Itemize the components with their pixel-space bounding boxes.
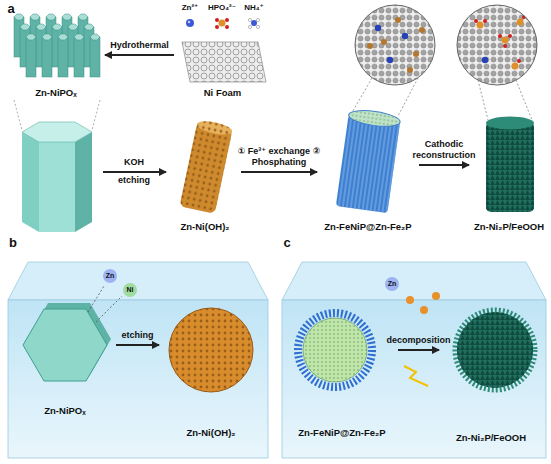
atomic-zoom xyxy=(350,5,537,120)
process-arrow xyxy=(241,171,317,173)
element-label: Zn xyxy=(388,280,397,288)
ion-symbols xyxy=(186,18,260,29)
process-label: KOH xyxy=(124,158,144,168)
process-label: ① Fe³⁺ exchange ② Phosphating xyxy=(237,146,321,168)
material-node: Ni Foam xyxy=(175,30,270,100)
process-label: etching xyxy=(118,176,150,186)
material-label: Zn-FeNiP@Zn-Fe₂P xyxy=(324,222,411,233)
process-arrow xyxy=(105,54,174,56)
material-node: Zn-Ni₂P/FeOOH xyxy=(440,290,542,445)
process-label: etching xyxy=(113,330,163,341)
process-arrow xyxy=(103,171,166,173)
material-node: Zn-FeNiP@Zn-Fe₂P xyxy=(287,290,397,440)
ion-label: NH₄⁺ xyxy=(244,4,264,13)
hexagonal-rod xyxy=(22,122,92,232)
material-label: Zn-Ni₂P/FeOOH xyxy=(456,433,526,444)
material-label: Zn-Ni(OH)₂ xyxy=(186,428,235,439)
process-label: Cathodic reconstruction xyxy=(405,139,483,161)
core-shell-sphere xyxy=(298,313,372,387)
panel-letter: c xyxy=(283,236,290,250)
process-label: decomposition xyxy=(383,335,455,346)
core-shell-rod xyxy=(336,108,401,213)
material-label: Zn-Ni(OH)₂ xyxy=(180,222,229,233)
process-arrow xyxy=(398,349,439,351)
material-node: Zn-NiPOₓ xyxy=(15,290,115,418)
ni-foam xyxy=(182,42,266,82)
reconstructed-rod xyxy=(486,117,534,213)
material-label: Ni Foam xyxy=(204,88,241,99)
material-label: Zn-Ni₂P/FeOOH xyxy=(474,222,544,233)
material-node: Zn-Ni(OH)₂ xyxy=(160,290,262,440)
process-arrow xyxy=(116,344,159,346)
material-label: Zn-FeNiP@Zn-Fe₂P xyxy=(298,428,385,439)
panel-letter: a xyxy=(7,2,14,16)
ion-label: Zn²⁺ xyxy=(182,4,199,13)
water-cuboid xyxy=(8,262,268,458)
hexagon-crystal xyxy=(23,286,122,381)
released-ions xyxy=(385,277,440,386)
material-label: Zn-NiPOₓ xyxy=(35,88,76,99)
material-node: Zn-Ni(OH)₂ xyxy=(170,118,240,234)
process-arrow xyxy=(419,164,469,166)
process-label: Hydrothermal xyxy=(104,40,176,51)
material-node: Zn-NiPOₓ xyxy=(8,8,104,100)
element-label: Zn xyxy=(106,272,115,280)
porous-sphere xyxy=(169,308,253,392)
panel-letter: b xyxy=(9,236,17,250)
water-cuboid xyxy=(282,262,546,458)
reconstructed-sphere xyxy=(455,310,535,390)
porous-rod xyxy=(179,119,233,214)
material-node: Zn-Ni₂P/FeOOH xyxy=(470,112,548,234)
nanorod-array xyxy=(14,14,100,77)
material-label: Zn-NiPOₓ xyxy=(44,406,85,417)
ion-balls xyxy=(103,269,137,297)
ion-label: HPO₄²⁻ xyxy=(208,4,236,13)
material-node: Zn-FeNiP@Zn-Fe₂P xyxy=(318,108,418,234)
element-label: Ni xyxy=(127,286,134,294)
